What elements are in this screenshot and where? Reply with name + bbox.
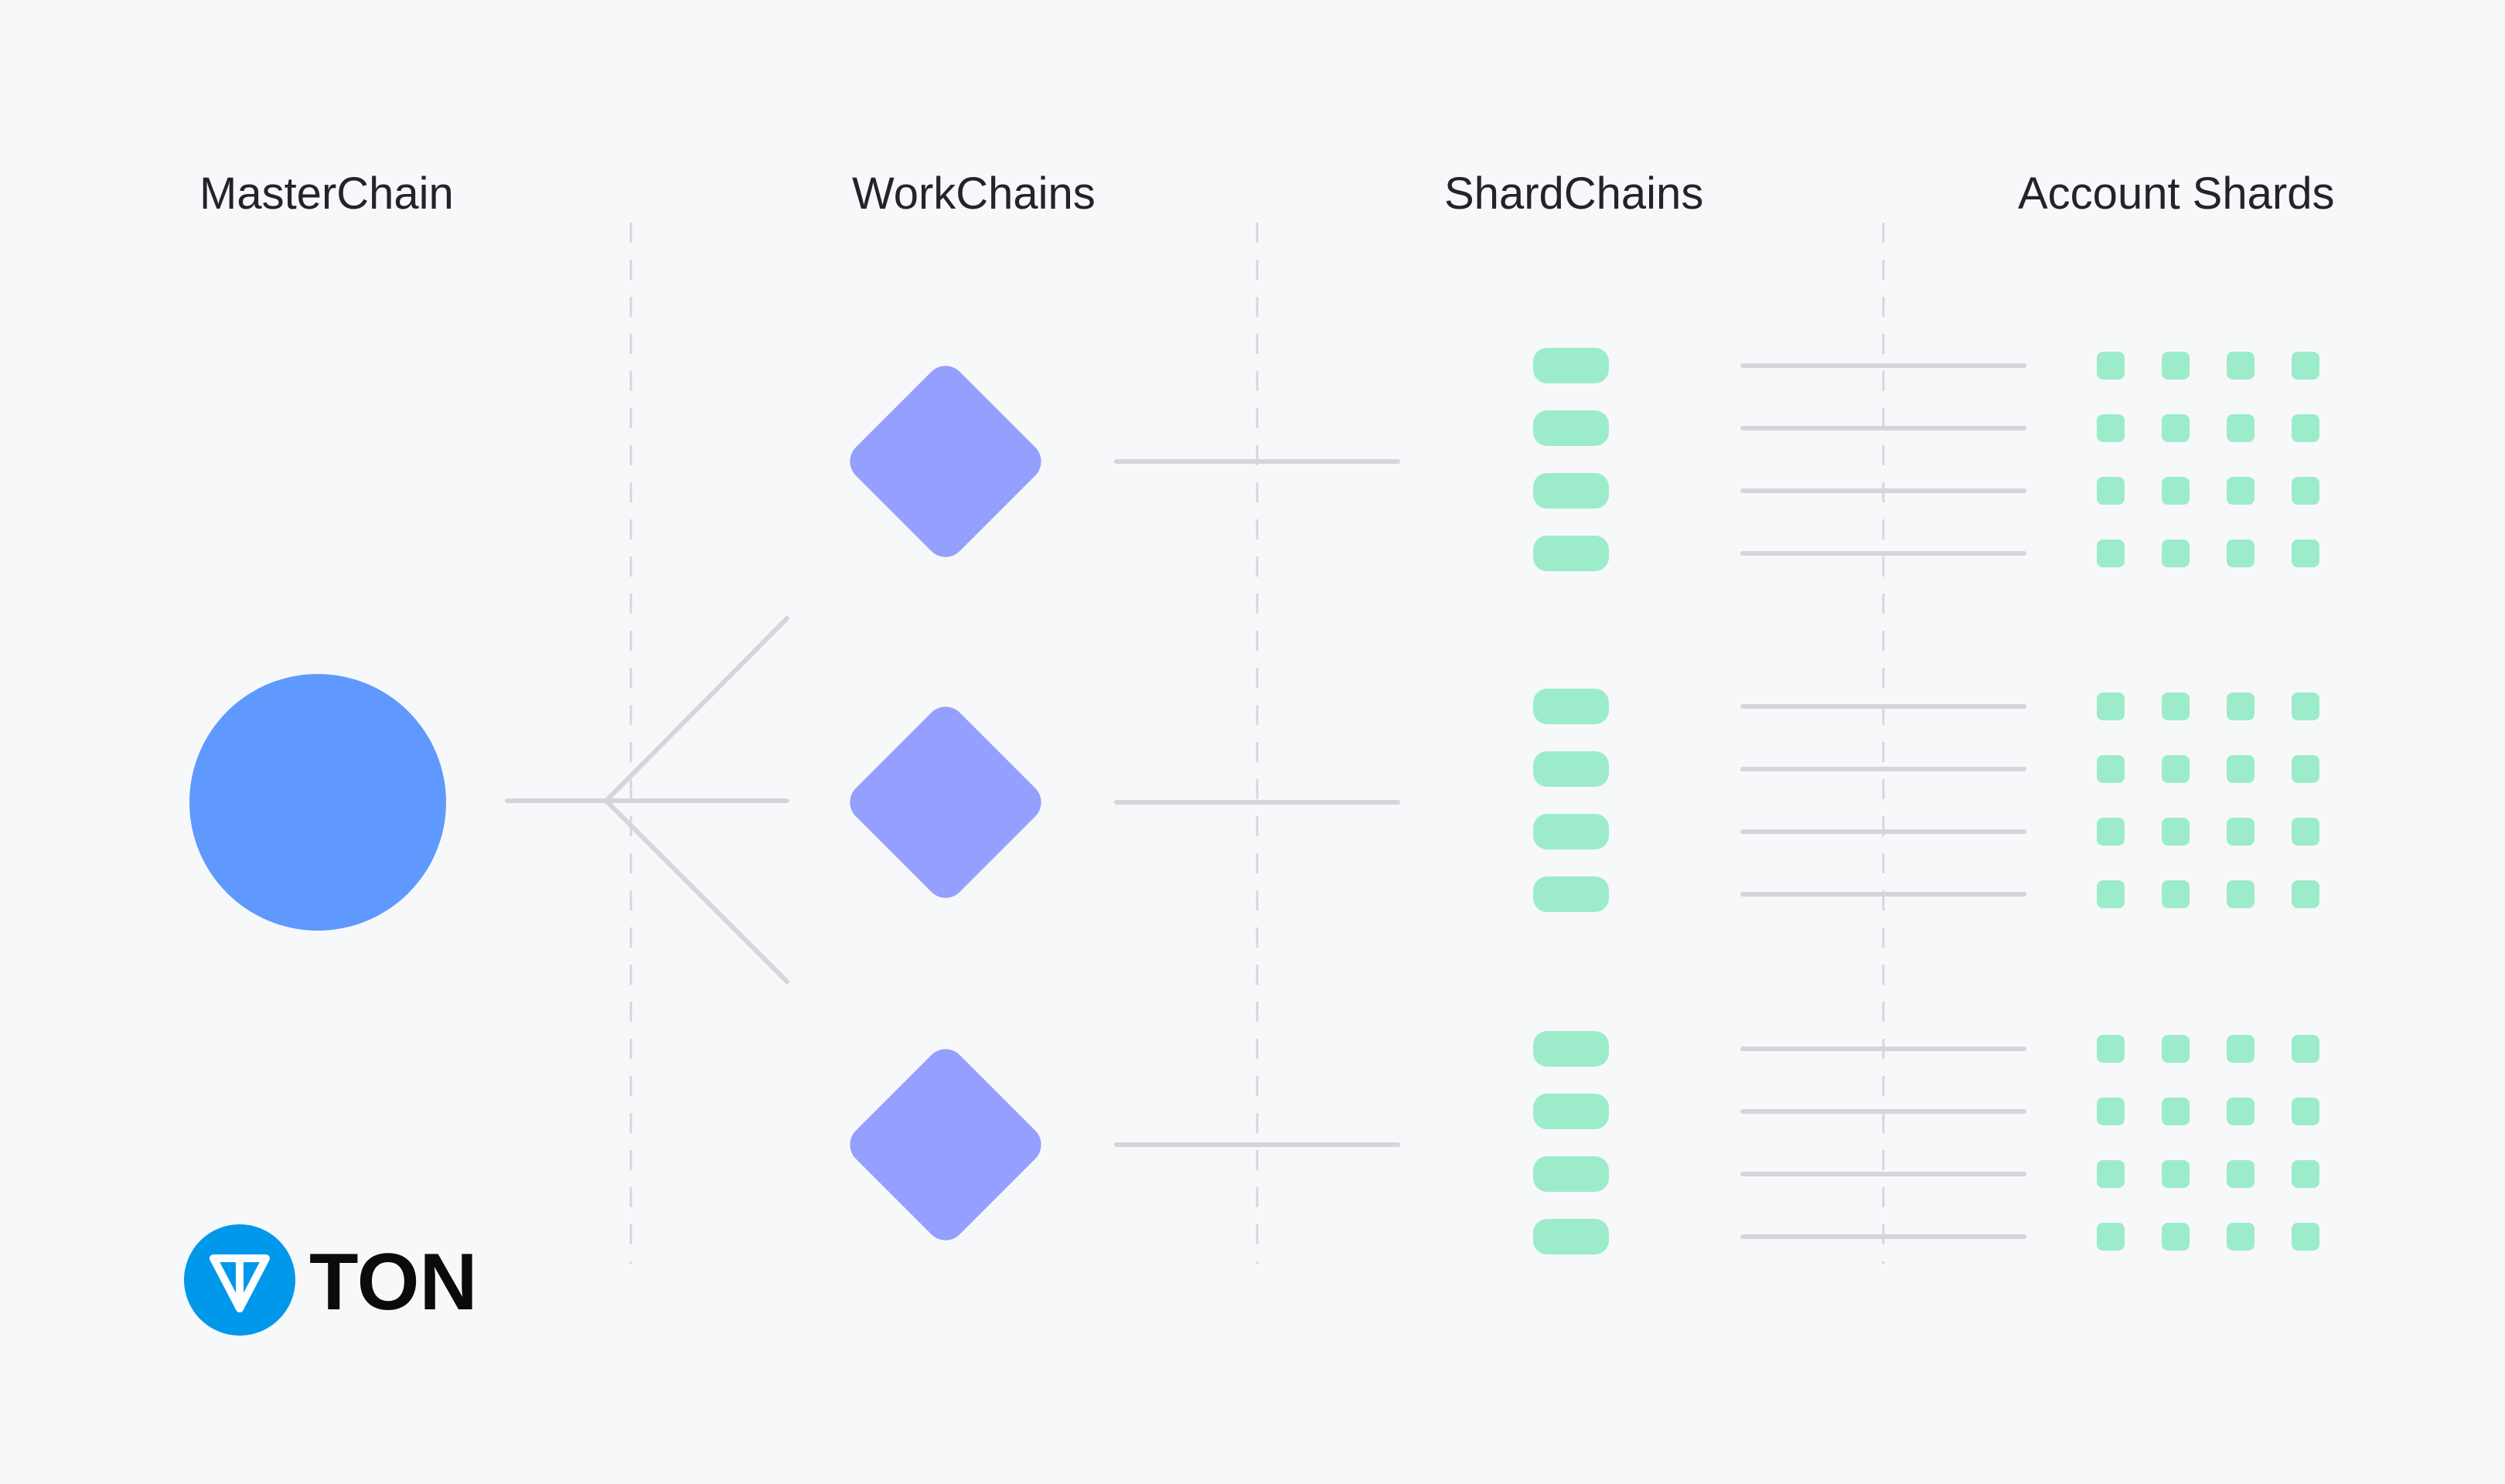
ton-logo-text: TON [309,1237,478,1327]
account-shard-node [2097,880,2125,908]
account-shard-node [2097,755,2125,783]
shardchain-node [1533,1219,1609,1254]
account-shard-node [2097,539,2125,567]
account-shard-node [2162,1223,2190,1251]
chains-layer [850,348,2319,1254]
shardchain-node [1533,1156,1609,1192]
shardchain-node [1533,348,1609,383]
account-shard-node [2162,818,2190,846]
workchain-node [850,1049,1041,1241]
shardchain-node [1533,814,1609,849]
account-shard-node [2162,880,2190,908]
shardchain-node [1533,689,1609,724]
shardchain-node [1533,536,1609,571]
account-shard-node [2292,818,2319,846]
account-shard-node [2097,1035,2125,1063]
account-shard-node [2292,1223,2319,1251]
account-shard-node [2227,880,2254,908]
account-shard-node [2292,1098,2319,1125]
account-shard-node [2097,818,2125,846]
account-shard-node [2097,1160,2125,1188]
account-shard-node [2227,352,2254,380]
account-shard-node [2227,414,2254,442]
account-shard-node [2162,1098,2190,1125]
ton-logo: TON [184,1224,478,1336]
account-shard-node [2162,414,2190,442]
account-shard-node [2292,414,2319,442]
account-shard-node [2227,1098,2254,1125]
account-shard-node [2292,693,2319,720]
column-label-account-shards: Account Shards [2018,168,2334,219]
account-shard-node [2292,880,2319,908]
account-shard-node [2227,1223,2254,1251]
account-shard-node [2162,352,2190,380]
workchain-branch-line [604,616,789,803]
account-shard-node [2162,693,2190,720]
account-shard-node [2292,477,2319,505]
account-shard-node [2227,1160,2254,1188]
account-shard-node [2292,1035,2319,1063]
account-shard-node [2097,477,2125,505]
masterchain-node [189,674,446,931]
account-shard-node [2162,1035,2190,1063]
account-shard-node [2292,755,2319,783]
account-shard-node [2292,539,2319,567]
account-shard-node [2097,693,2125,720]
account-shard-node [2162,539,2190,567]
account-shard-node [2227,755,2254,783]
workchain-node [850,706,1041,898]
column-label-shardchains: ShardChains [1444,168,1703,219]
workchain-node [850,366,1041,557]
account-shard-node [2227,539,2254,567]
account-shard-node [2097,352,2125,380]
account-shard-node [2162,755,2190,783]
account-shard-node [2227,1035,2254,1063]
account-shard-node [2097,1098,2125,1125]
account-shard-node [2227,693,2254,720]
workchain-branch-line [604,798,789,984]
column-label-masterchain: MasterChain [199,168,454,219]
shardchain-node [1533,1094,1609,1129]
account-shard-node [2097,1223,2125,1251]
account-shard-node [2292,352,2319,380]
account-shard-node [2227,477,2254,505]
account-shard-node [2227,818,2254,846]
column-label-workchains: WorkChains [852,168,1096,219]
shardchain-node [1533,876,1609,912]
shardchain-node [1533,751,1609,787]
account-shard-node [2162,477,2190,505]
masterchain-group [189,616,789,984]
shardchain-node [1533,1031,1609,1067]
shardchain-node [1533,473,1609,509]
account-shard-node [2292,1160,2319,1188]
account-shard-node [2162,1160,2190,1188]
shardchain-node [1533,410,1609,446]
account-shard-node [2097,414,2125,442]
